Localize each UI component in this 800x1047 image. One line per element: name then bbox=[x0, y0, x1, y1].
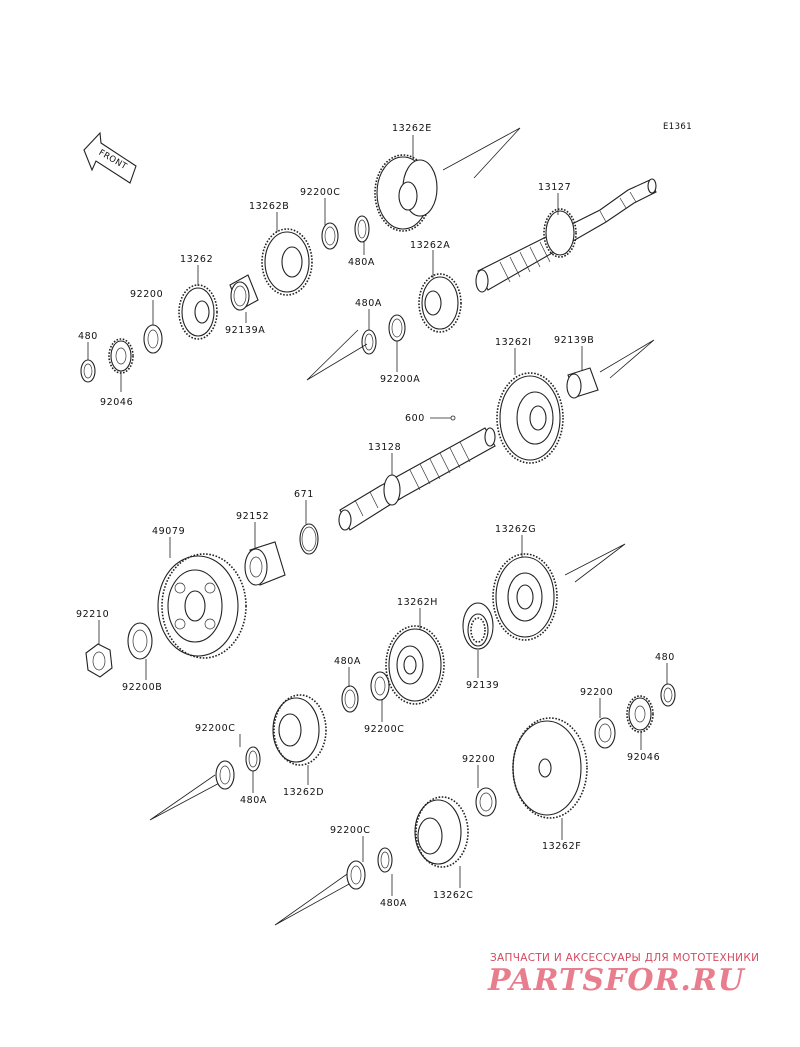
gear-13262A bbox=[418, 273, 462, 333]
label-92200: 92200 bbox=[130, 289, 163, 300]
label-13262A: 13262A bbox=[410, 240, 450, 251]
washer-92200C-top bbox=[321, 222, 339, 250]
washer-92200 bbox=[143, 324, 163, 354]
watermark-tagline: ЗАПЧАСТИ И АКСЕССУАРЫ ДЛЯ МОТОТЕХНИКИ bbox=[490, 952, 760, 964]
circlip-480A-bottom bbox=[377, 847, 393, 873]
gear-13262D bbox=[272, 694, 327, 766]
leader-lines bbox=[87, 135, 668, 896]
nut-92210 bbox=[85, 643, 113, 678]
gear-13262B bbox=[261, 228, 313, 296]
label-92139B: 92139B bbox=[554, 335, 594, 346]
label-92046: 92046 bbox=[627, 752, 660, 763]
label-480: 480 bbox=[655, 652, 675, 663]
label-92139: 92139 bbox=[466, 680, 499, 691]
label-480A: 480A bbox=[355, 298, 382, 309]
label-480A: 480A bbox=[334, 656, 361, 667]
label-13128: 13128 bbox=[368, 442, 401, 453]
gear-49079 bbox=[157, 553, 247, 659]
label-92200: 92200 bbox=[580, 687, 613, 698]
gear-13262G bbox=[492, 553, 558, 641]
label-13262E: 13262E bbox=[392, 123, 432, 134]
watermark-logo: PARTSFOR.RU bbox=[488, 963, 745, 998]
diagram-code: E1361 bbox=[663, 122, 692, 132]
washer-92200C-low bbox=[215, 760, 235, 790]
circlip-480A-mid bbox=[361, 329, 377, 355]
gear-13262I bbox=[496, 372, 564, 464]
label-49079: 49079 bbox=[152, 526, 185, 537]
label-92139A: 92139A bbox=[225, 325, 265, 336]
washer-92200-right bbox=[594, 717, 616, 749]
bearing-92046-right bbox=[626, 695, 654, 733]
shaft-13128 bbox=[338, 427, 496, 531]
collar-92152 bbox=[244, 541, 286, 586]
washer-92200B bbox=[127, 622, 153, 660]
label-671: 671 bbox=[294, 489, 314, 500]
circlip-480 bbox=[80, 359, 96, 383]
washer-92200C-bottom bbox=[346, 860, 366, 890]
label-13262H: 13262H bbox=[397, 597, 438, 608]
bearing-92046 bbox=[108, 338, 134, 374]
label-13127: 13127 bbox=[538, 182, 571, 193]
label-92200C: 92200C bbox=[364, 724, 404, 735]
gear-13262 bbox=[178, 284, 218, 340]
bearing-92139A bbox=[229, 274, 259, 311]
label-13262: 13262 bbox=[180, 254, 213, 265]
gear-13262F bbox=[512, 717, 588, 819]
label-13262B: 13262B bbox=[249, 201, 289, 212]
circlip-480A-top bbox=[354, 215, 370, 243]
shaft-13127 bbox=[475, 178, 657, 293]
label-92210: 92210 bbox=[76, 609, 109, 620]
washer-92200A bbox=[388, 314, 406, 342]
label-13262C: 13262C bbox=[433, 890, 473, 901]
label-92200A: 92200A bbox=[380, 374, 420, 385]
label-92200B: 92200B bbox=[122, 682, 162, 693]
label-13262F: 13262F bbox=[542, 841, 581, 852]
circlip-480-right bbox=[660, 683, 676, 707]
label-480A: 480A bbox=[348, 257, 375, 268]
label-92046: 92046 bbox=[100, 397, 133, 408]
bearing-92139 bbox=[462, 602, 494, 650]
label-13262G: 13262G bbox=[495, 524, 536, 535]
label-13262D: 13262D bbox=[283, 787, 324, 798]
circlip-480A-low bbox=[341, 685, 359, 713]
label-92200C: 92200C bbox=[330, 825, 370, 836]
oring-671 bbox=[299, 523, 319, 555]
label-92152: 92152 bbox=[236, 511, 269, 522]
label-480: 480 bbox=[78, 331, 98, 342]
circlip-480A-low2 bbox=[245, 746, 261, 772]
washer-92200-low bbox=[475, 787, 497, 817]
label-92200C: 92200C bbox=[300, 187, 340, 198]
bearing-92139B bbox=[566, 367, 599, 399]
label-92200: 92200 bbox=[462, 754, 495, 765]
gear-13262H bbox=[385, 625, 445, 705]
washer-92200C-mid bbox=[370, 671, 390, 701]
axis-lines bbox=[149, 127, 655, 926]
label-13262I: 13262I bbox=[495, 337, 532, 348]
label-92200C: 92200C bbox=[195, 723, 235, 734]
gear-13262C bbox=[414, 796, 469, 868]
gear-13262E bbox=[374, 154, 438, 232]
label-480A: 480A bbox=[240, 795, 267, 806]
label-600: 600 bbox=[405, 413, 425, 424]
label-480A: 480A bbox=[380, 898, 407, 909]
front-arrow-icon: FRONT bbox=[83, 131, 137, 184]
